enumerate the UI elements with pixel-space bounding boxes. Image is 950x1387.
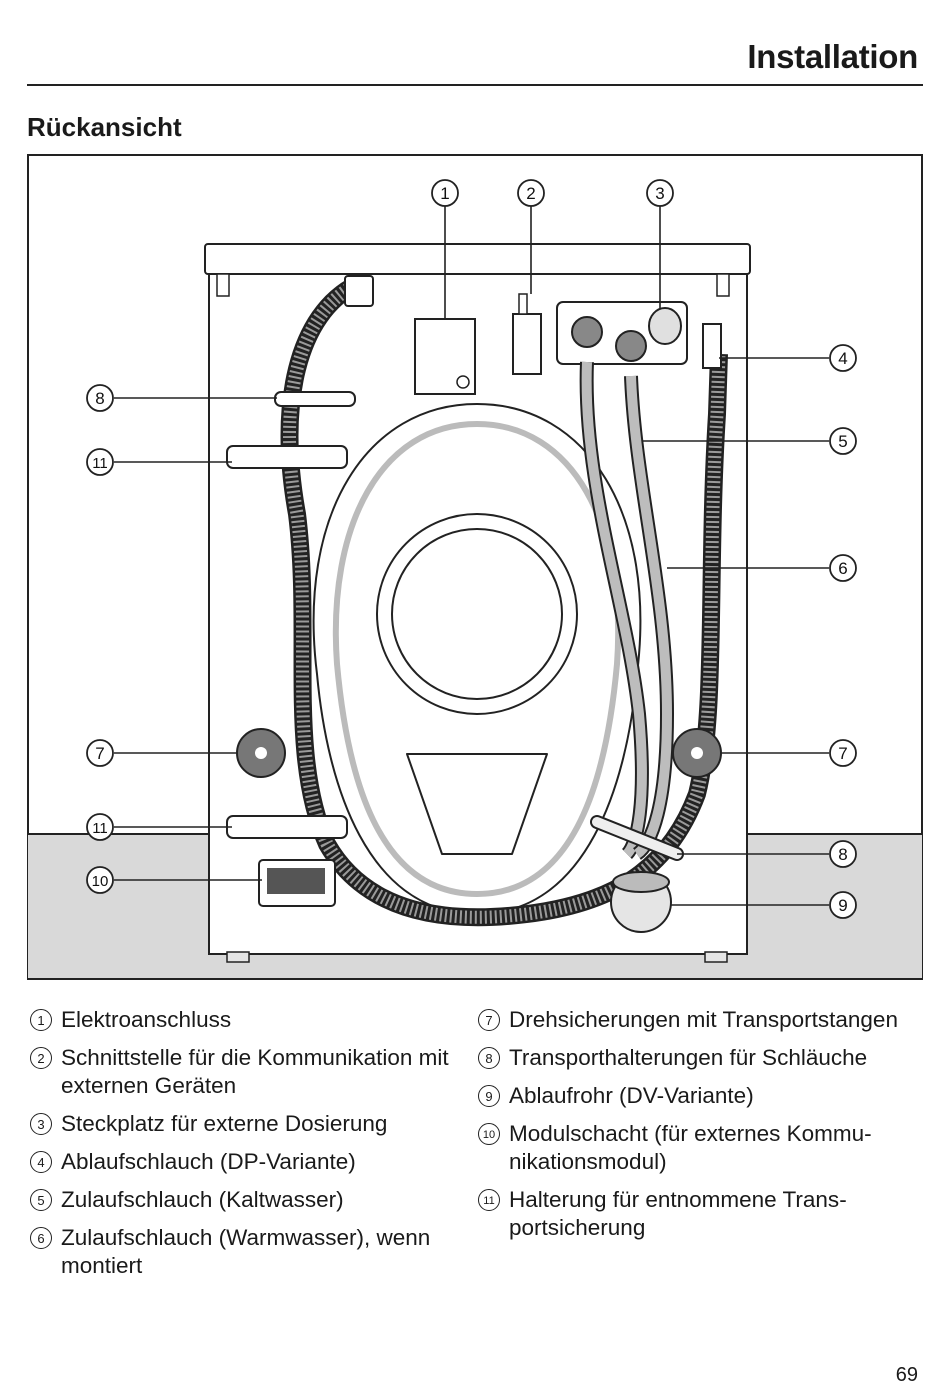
rear-view-figure: 1 2 3 4 5 6 7 7 8 8 9 10 11 11 bbox=[27, 154, 923, 980]
legend-item: 4 Ablaufschlauch (DP-Variante) bbox=[30, 1148, 470, 1176]
legend-item: 11 Halterung für entnommene Trans­portsi… bbox=[478, 1186, 918, 1242]
callout-10: 10 bbox=[92, 873, 109, 890]
page-header-title: Installation bbox=[747, 38, 918, 75]
washing-machine-rear bbox=[204, 243, 751, 963]
legend-text: Ablaufschlauch (DP-Variante) bbox=[61, 1149, 356, 1174]
legend-number: 11 bbox=[478, 1189, 500, 1211]
legend-number: 7 bbox=[478, 1009, 500, 1031]
legend-number: 6 bbox=[30, 1227, 52, 1249]
callout-6: 6 bbox=[838, 559, 847, 578]
legend-item: 1 Elektroanschluss bbox=[30, 1006, 470, 1034]
page-number: 69 bbox=[895, 1364, 918, 1386]
callout-7-left: 7 bbox=[95, 744, 104, 763]
legend-item: 6 Zulaufschlauch (Warmwasser), wenn mont… bbox=[30, 1224, 470, 1280]
legend-item: 3 Steckplatz für externe Dosierung bbox=[30, 1110, 470, 1138]
legend-text: Transporthalterungen für Schläuche bbox=[509, 1045, 868, 1070]
legend-text: Ablaufrohr (DV-Variante) bbox=[509, 1083, 754, 1108]
legend-number: 3 bbox=[30, 1113, 52, 1135]
legend-text: Schnittstelle für die Kommunikation mit … bbox=[61, 1045, 449, 1098]
legend-item: 7 Drehsicherungen mit Transportstan­gen bbox=[478, 1006, 918, 1034]
legend-text: Elektroanschluss bbox=[61, 1007, 232, 1032]
section-title: Rückansicht bbox=[27, 112, 182, 142]
callout-2: 2 bbox=[526, 184, 535, 203]
legend-number: 10 bbox=[478, 1123, 500, 1145]
legend-item: 2 Schnittstelle für die Kommunikation mi… bbox=[30, 1044, 470, 1100]
legend-text: Zulaufschlauch (Kaltwasser) bbox=[61, 1187, 344, 1212]
callout-1: 1 bbox=[440, 184, 449, 203]
legend-item: 10 Modulschacht (für externes Kommu­nika… bbox=[478, 1120, 918, 1176]
callout-11-top: 11 bbox=[92, 455, 108, 472]
callout-11-bottom: 11 bbox=[92, 820, 108, 837]
legend-number: 8 bbox=[478, 1047, 500, 1069]
callout-4: 4 bbox=[838, 349, 847, 368]
legend-item: 5 Zulaufschlauch (Kaltwasser) bbox=[30, 1186, 470, 1214]
legend-left-column: 1 Elektroanschluss 2 Schnittstelle für d… bbox=[30, 1006, 470, 1290]
legend-text: Zulaufschlauch (Warmwasser), wenn montie… bbox=[61, 1225, 431, 1278]
callout-3: 3 bbox=[655, 184, 664, 203]
legend-text: Modulschacht (für externes Kommu­nikatio… bbox=[509, 1121, 872, 1174]
legend-item: 9 Ablaufrohr (DV-Variante) bbox=[478, 1082, 918, 1110]
legend-item: 8 Transporthalterungen für Schläuche bbox=[478, 1044, 918, 1072]
callout-9: 9 bbox=[838, 896, 847, 915]
legend-text: Drehsicherungen mit Transportstan­gen bbox=[509, 1007, 898, 1032]
header-rule bbox=[27, 84, 923, 86]
legend-text: Steckplatz für externe Dosierung bbox=[61, 1111, 388, 1136]
legend-number: 2 bbox=[30, 1047, 52, 1069]
callout-8-left: 8 bbox=[95, 389, 104, 408]
legend-number: 5 bbox=[30, 1189, 52, 1211]
legend-right-column: 7 Drehsicherungen mit Transportstan­gen … bbox=[478, 1006, 918, 1252]
legend-number: 1 bbox=[30, 1009, 52, 1031]
legend-text: Halterung für entnommene Trans­portsiche… bbox=[509, 1187, 847, 1240]
callout-8-right: 8 bbox=[838, 845, 847, 864]
legend-number: 4 bbox=[30, 1151, 52, 1173]
callout-7-right: 7 bbox=[838, 744, 847, 763]
callout-5: 5 bbox=[838, 432, 847, 451]
legend-number: 9 bbox=[478, 1085, 500, 1107]
